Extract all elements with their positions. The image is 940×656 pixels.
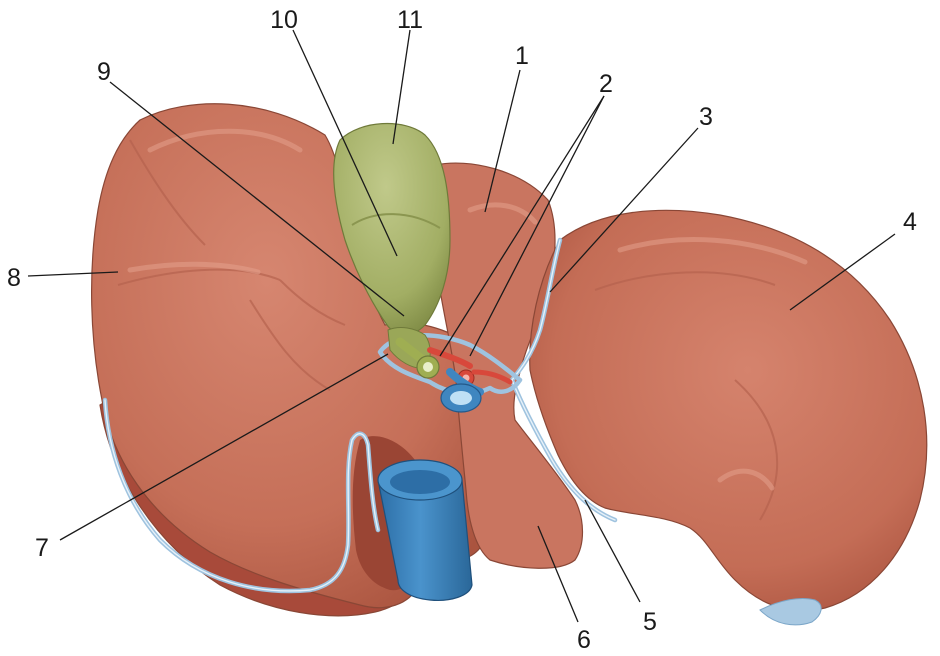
- leader-1: [484, 69, 521, 213]
- hepatic-artery-branch: [471, 369, 513, 385]
- label-7: 7: [35, 534, 49, 562]
- leader-9: [109, 81, 405, 317]
- porta-hepatis-outline: [377, 333, 523, 396]
- fissure-ligament-line-inner: [511, 239, 616, 521]
- liver-highlight-2: [127, 261, 261, 275]
- lobe-seam-1: [117, 268, 281, 286]
- vena-cava-lumen: [390, 470, 450, 494]
- leader-8: [27, 271, 119, 277]
- gallbladder: [333, 123, 451, 336]
- leader-7: [59, 353, 389, 541]
- round-ligament: [759, 597, 822, 626]
- label-4: 4: [903, 208, 917, 236]
- labels: 1 2 3 4 5 6 7 8 9 10 11: [7, 6, 917, 654]
- leader-5: [584, 499, 641, 603]
- liver-highlight-5: [467, 202, 538, 225]
- bile-duct-lumen: [423, 362, 433, 372]
- label-2: 2: [599, 70, 613, 98]
- liver-highlight-4: [717, 468, 775, 491]
- hepatic-artery: [427, 347, 473, 369]
- leader-10: [292, 29, 398, 257]
- leader-2b: [439, 95, 605, 357]
- lobe-seam-6: [734, 379, 779, 521]
- label-11: 11: [397, 6, 423, 34]
- leader-lines: [27, 29, 896, 623]
- leader-11: [392, 29, 411, 145]
- coronary-ligament-line-inner: [104, 399, 379, 592]
- liver-highlight-3: [617, 237, 808, 265]
- lobe-seam-4: [129, 139, 206, 246]
- liver-highlight-1: [147, 128, 303, 153]
- label-6: 6: [577, 626, 591, 654]
- label-1: 1: [515, 42, 529, 70]
- lobe-seam-3: [249, 299, 331, 391]
- label-3: 3: [699, 103, 713, 131]
- label-10: 10: [270, 6, 298, 34]
- leader-2a: [469, 95, 605, 357]
- lobe-seam-5: [594, 271, 776, 291]
- label-8: 8: [7, 264, 21, 292]
- leader-6: [537, 525, 579, 623]
- leader-4: [789, 233, 896, 311]
- leader-3: [549, 127, 699, 293]
- label-5: 5: [643, 608, 657, 636]
- label-9: 9: [97, 58, 111, 86]
- portal-vein-lumen: [450, 391, 472, 405]
- gallbladder-fold: [351, 213, 441, 229]
- lobe-seam-2: [279, 279, 346, 326]
- right-lobe: [529, 209, 928, 612]
